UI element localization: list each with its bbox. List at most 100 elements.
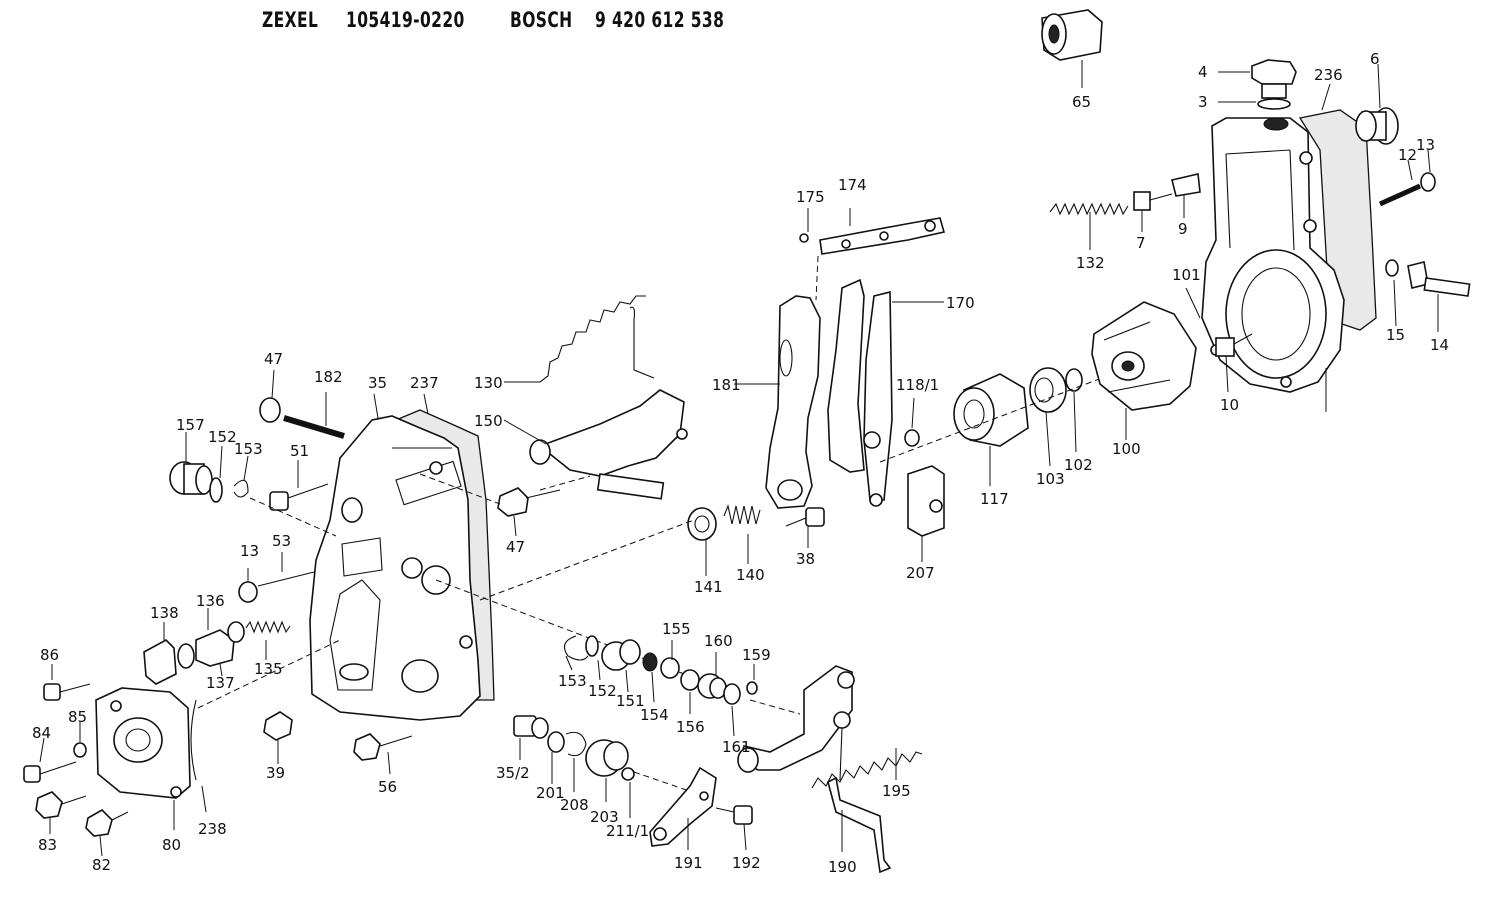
callout-35-2: 35/2 [496, 764, 530, 782]
callout-13a: 13 [1416, 136, 1435, 154]
callout-182: 182 [314, 368, 343, 386]
o-ring-238-icon [190, 699, 197, 781]
lever-and-flyweight-group [734, 208, 1197, 562]
callout-140: 140 [736, 566, 765, 584]
callout-14: 14 [1430, 336, 1449, 354]
callout-83: 83 [38, 836, 57, 854]
callout-65: 65 [1072, 93, 1091, 111]
callout-135: 135 [254, 660, 283, 678]
callout-80: 80 [162, 836, 181, 854]
callout-56: 56 [378, 778, 397, 796]
callout-132: 132 [1076, 254, 1105, 272]
callout-152b: 152 [588, 682, 617, 700]
nut-141-icon [687, 507, 717, 541]
manufacturer-label-bosch: BOSCH [510, 8, 573, 32]
callout-154: 154 [640, 706, 669, 724]
callout-51: 51 [290, 442, 309, 460]
callout-136: 136 [196, 592, 225, 610]
bolt-83-icon [35, 791, 87, 819]
callout-211-1: 211/1 [606, 822, 649, 840]
bosch-part-number: 9 420 612 538 [595, 8, 725, 32]
callout-238: 238 [198, 820, 227, 838]
bolt-84-icon [23, 761, 77, 783]
callout-102: 102 [1064, 456, 1093, 474]
clip-153b-icon [563, 635, 589, 661]
callout-141: 141 [694, 578, 723, 596]
screw-38-icon [785, 507, 825, 527]
clip-153-icon [233, 479, 249, 498]
cap-nut-138-icon [143, 639, 177, 685]
callout-191: 191 [674, 854, 703, 872]
pin-159-icon [746, 681, 758, 695]
callout-38: 38 [796, 550, 815, 568]
flyweight-assembly-100-icon [1091, 301, 1197, 411]
callout-237: 237 [410, 374, 439, 392]
lower-parts-group [513, 635, 923, 874]
washer-155-icon [660, 657, 680, 679]
callout-207: 207 [906, 564, 935, 582]
callout-82: 82 [92, 856, 111, 874]
callout-3: 3 [1198, 93, 1208, 111]
callout-53: 53 [272, 532, 291, 550]
plug-157-icon [169, 461, 213, 495]
washer-85-icon [73, 742, 87, 758]
callout-181: 181 [712, 376, 741, 394]
bolt-86-icon [43, 683, 91, 701]
block-207-icon [907, 465, 945, 537]
zexel-part-number: 105419-0220 [346, 8, 465, 32]
washer-137-icon [177, 643, 195, 669]
callout-153a: 153 [234, 440, 263, 458]
lever-191-icon [649, 766, 717, 847]
callout-12: 12 [1398, 146, 1417, 164]
callout-10: 10 [1220, 396, 1239, 414]
ring-103-icon [1029, 367, 1067, 413]
nut-39-icon [263, 711, 293, 741]
callout-4: 4 [1198, 63, 1208, 81]
sleeve-117-icon [953, 373, 1029, 447]
bolt-47-icon [497, 487, 561, 517]
plug-6-icon [1355, 107, 1399, 145]
washer-152b-icon [585, 635, 599, 657]
washer-211-1-icon [621, 767, 635, 781]
bolt-82-icon [85, 809, 129, 837]
link-174-icon [819, 217, 946, 255]
callout-170: 170 [946, 294, 975, 312]
cover-plate-80-icon [95, 687, 191, 799]
callout-203: 203 [590, 808, 619, 826]
spring-140-icon [723, 504, 761, 525]
callout-195: 195 [882, 782, 911, 800]
callout-35: 35 [368, 374, 387, 392]
callout-236: 236 [1314, 66, 1343, 84]
screw-10-icon [1215, 333, 1253, 357]
callout-118-1: 118/1 [896, 376, 939, 394]
callout-155: 155 [662, 620, 691, 638]
callout-9: 9 [1178, 220, 1188, 238]
nut-136-icon [195, 629, 235, 667]
pin-182-icon [259, 397, 345, 439]
cover-and-spring-group [23, 295, 825, 857]
washer-102-icon [1065, 368, 1083, 392]
bush-151-icon [601, 639, 641, 671]
manufacturer-label-zexel: ZEXEL [262, 8, 319, 32]
lever-shaft-150-icon [529, 389, 688, 500]
clip-208-icon [565, 731, 587, 757]
callout-192: 192 [732, 854, 761, 872]
lever-181-icon [765, 295, 821, 509]
washer-161-icon [723, 683, 741, 705]
bolt-14-icon [1385, 259, 1471, 297]
shaft-lever-icon [737, 665, 855, 773]
callout-39: 39 [266, 764, 285, 782]
callout-47a: 47 [264, 350, 283, 368]
plate-170-icon [827, 278, 893, 507]
callout-6: 6 [1370, 50, 1380, 68]
callout-157: 157 [176, 416, 205, 434]
callout-101: 101 [1172, 266, 1201, 284]
callout-100: 100 [1112, 440, 1141, 458]
bracket-190-icon [827, 711, 892, 874]
callout-159: 159 [742, 646, 771, 664]
callout-160: 160 [704, 632, 733, 650]
ring-154-icon [642, 652, 658, 672]
cap-nut-65-icon [1041, 9, 1103, 61]
callout-156: 156 [676, 718, 705, 736]
bolt-56-icon [353, 733, 413, 761]
